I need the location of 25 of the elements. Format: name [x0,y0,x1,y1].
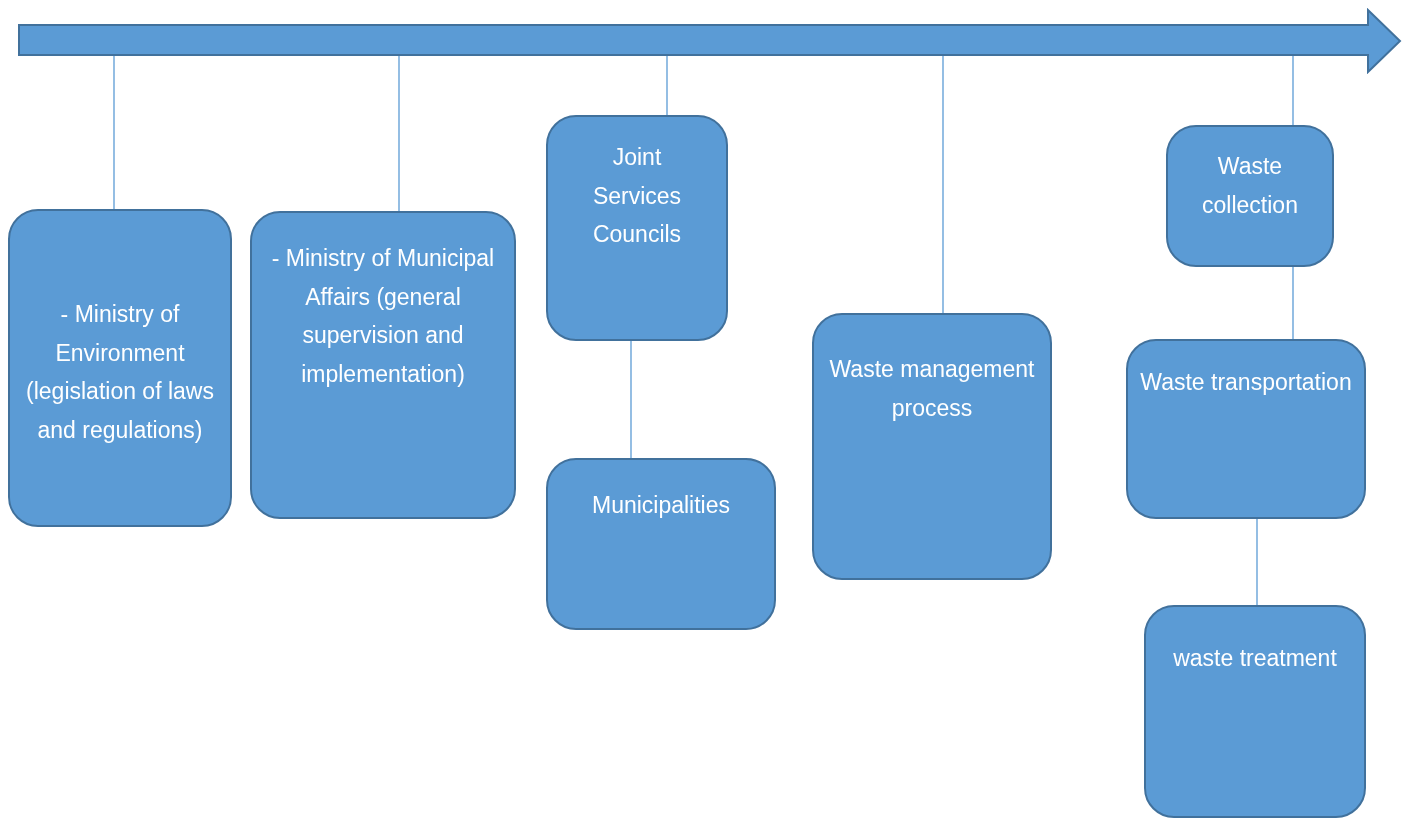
connector-line [942,54,944,314]
connector-line [630,340,632,459]
rounded-box [8,209,232,527]
rounded-box [546,115,728,341]
connector-line [1256,518,1258,606]
box-label: Waste management process [828,355,1036,423]
box-label: - Ministry of Municipal Affairs (general supervision and implementation) [270,244,496,389]
rounded-box [1144,605,1366,818]
connector-line [1292,266,1294,340]
box-label: Joint Services Councils [591,143,683,249]
connector-line [1292,54,1294,126]
box-label: Municipalities [591,491,731,520]
box-label: - Ministry of Environment (legislation of laws and regulations) [25,300,215,445]
connector-line [666,54,668,116]
connector-line [113,54,115,210]
rounded-box [250,211,516,519]
connector-line [398,54,400,212]
box-label: Waste collection [1201,152,1299,220]
rounded-box [1166,125,1334,267]
timeline-arrow [18,8,1402,74]
rounded-box [1126,339,1366,519]
box-label: Waste transportation [1140,368,1352,397]
rounded-box [546,458,776,630]
box-label: waste treatment [1173,644,1337,673]
rounded-box [812,313,1052,580]
